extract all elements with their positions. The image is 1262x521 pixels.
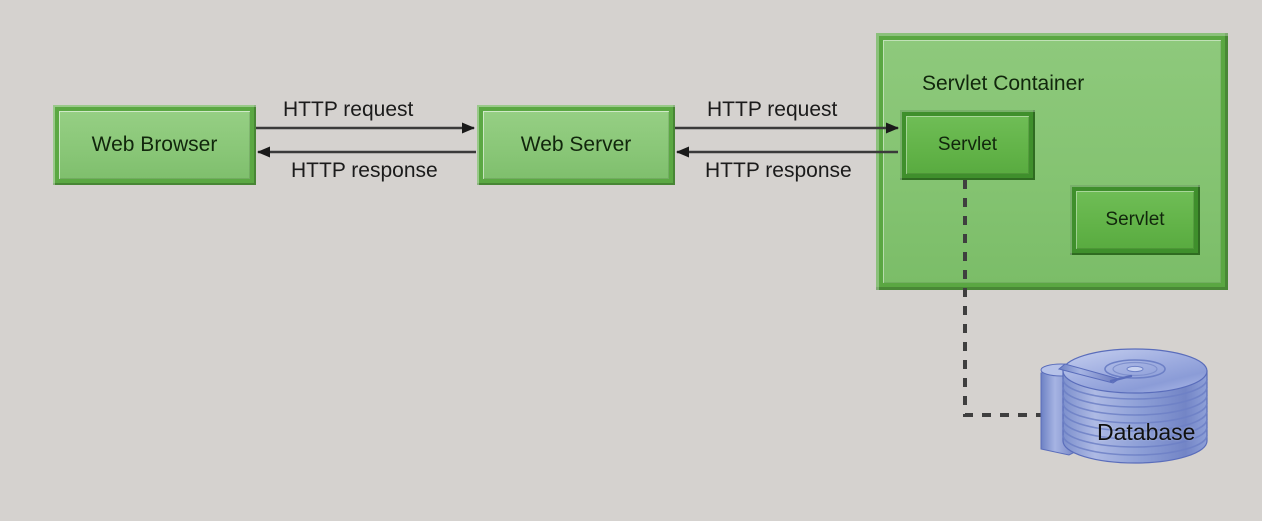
disk-head-arm-icon	[1057, 363, 1133, 384]
database-label: Database	[1097, 419, 1196, 445]
label-http-response-1: HTTP response	[291, 159, 438, 182]
disk-platters	[1062, 370, 1208, 464]
node-web-server[interactable]: Web Server	[477, 105, 675, 185]
web-browser-label: Web Browser	[91, 133, 218, 157]
dashed-servlet-to-database	[963, 180, 1065, 417]
node-servlet-1[interactable]: Servlet	[900, 110, 1035, 180]
node-servlet-2[interactable]: Servlet	[1070, 185, 1200, 255]
node-database[interactable]: Database	[1035, 345, 1235, 485]
web-browser-fill	[59, 111, 250, 179]
label-http-request-1: HTTP request	[283, 98, 414, 121]
servlet-2-label: Servlet	[1105, 208, 1165, 230]
servlet-1-label: Servlet	[937, 133, 998, 155]
disk-top-platter	[1062, 348, 1208, 394]
web-server-label: Web Server	[520, 133, 632, 157]
node-web-browser[interactable]: Web Browser	[53, 105, 256, 185]
disk-stack-icon	[1040, 348, 1208, 464]
servlet-2-fill	[1076, 191, 1194, 249]
servlet-container-label: Servlet Container	[922, 72, 1085, 95]
servlet-1-fill	[906, 116, 1029, 174]
label-http-request-2: HTTP request	[707, 98, 838, 121]
label-http-response-2: HTTP response	[705, 159, 852, 182]
web-server-fill	[483, 111, 669, 179]
